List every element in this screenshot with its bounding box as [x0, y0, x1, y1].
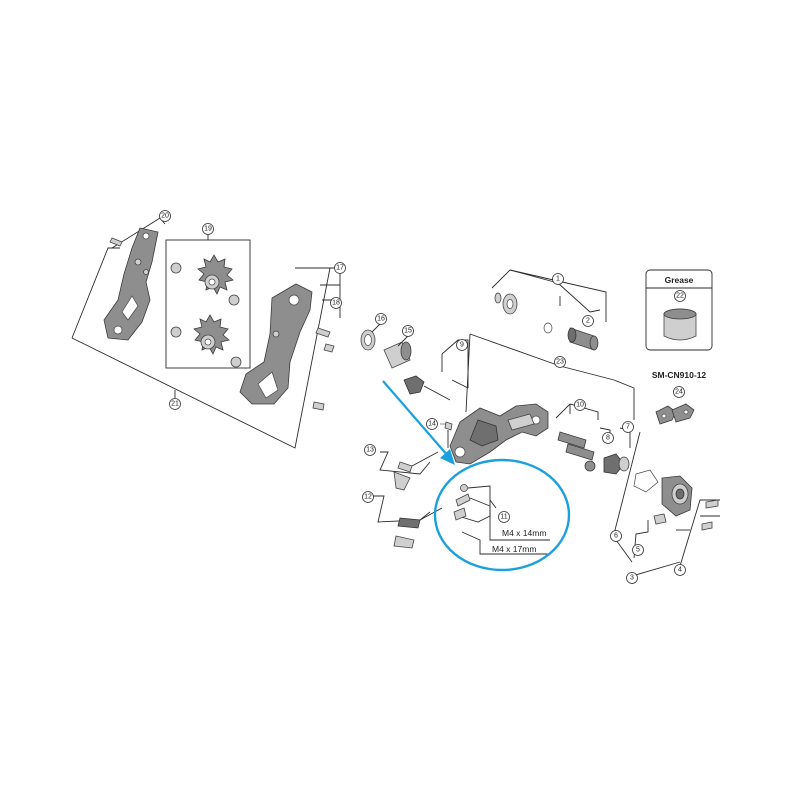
- svg-text:2: 2: [586, 318, 590, 325]
- svg-text:24: 24: [675, 389, 683, 396]
- main-knuckle-body: [449, 403, 549, 465]
- pin-13: [393, 451, 439, 491]
- svg-text:3: 3: [630, 575, 634, 582]
- cage-bolts: [312, 327, 335, 411]
- grease-box: [645, 269, 713, 351]
- part-number-15: 15: [402, 325, 414, 337]
- svg-text:23: 23: [556, 359, 564, 366]
- svg-text:6: 6: [614, 533, 618, 540]
- svg-text:11: 11: [500, 514, 507, 521]
- part-number-18: 18: [330, 297, 342, 309]
- bracket-lines-12-13: [372, 451, 431, 523]
- part-number-8: 8: [602, 432, 614, 444]
- part-number-4: 4: [674, 564, 686, 576]
- part-number-22: 22: [674, 290, 686, 302]
- part-number-10: 10: [574, 399, 586, 411]
- svg-text:7: 7: [626, 424, 630, 431]
- svg-text:13: 13: [366, 447, 374, 454]
- part-number-3: 3: [626, 572, 638, 584]
- svg-text:9: 9: [460, 342, 464, 349]
- part-number-1: 1: [552, 273, 564, 285]
- bolt-left-top: [109, 237, 123, 247]
- bolt-size-label-14mm: M4 x 14mm: [502, 528, 546, 538]
- part-number-19: 19: [202, 223, 214, 235]
- screw-14: [440, 421, 453, 448]
- lower-pulley: [170, 314, 242, 368]
- mounting-axle: [567, 327, 599, 351]
- part-number-7: 7: [622, 421, 634, 433]
- svg-text:10: 10: [576, 402, 584, 409]
- grease-title: Grease: [665, 275, 694, 285]
- svg-text:16: 16: [377, 316, 385, 323]
- svg-text:14: 14: [428, 421, 436, 428]
- svg-text:21: 21: [171, 401, 179, 408]
- svg-text:1: 1: [556, 276, 560, 283]
- outer-cage-plate: [103, 227, 159, 341]
- bracket-lines-3-4-5-6: [613, 431, 720, 577]
- bolt-size-label-17mm: M4 x 17mm: [492, 544, 536, 554]
- cage-spring: [360, 323, 381, 351]
- part-number-23: 23: [554, 356, 566, 368]
- part-number-16: 16: [375, 313, 387, 325]
- bracket-lines-11: [457, 485, 550, 555]
- b-tension-bolt: [494, 292, 553, 334]
- part-number-9: 9: [456, 339, 468, 351]
- svg-text:8: 8: [606, 435, 610, 442]
- upper-pulley: [170, 254, 240, 306]
- part-number-21: 21: [169, 398, 181, 410]
- bracket-lines-1-2-23: [465, 269, 635, 420]
- part-number-5: 5: [632, 544, 644, 556]
- highlight-arrow: [382, 380, 455, 465]
- svg-text:22: 22: [676, 293, 684, 300]
- highlight-ring: [433, 458, 571, 572]
- part-number-6: 6: [610, 530, 622, 542]
- part-number-12: 12: [362, 491, 374, 503]
- part-number-24: 24: [673, 386, 685, 398]
- fixing-bolts-11: [453, 484, 471, 521]
- part-number-20: 20: [159, 210, 171, 222]
- chain-label: SM-CN910-12: [652, 370, 707, 380]
- pin-12: [393, 507, 443, 549]
- svg-text:18: 18: [332, 300, 340, 307]
- clutch-cover-seal: [633, 469, 659, 493]
- clutch-parts: [584, 453, 630, 475]
- svg-text:19: 19: [204, 226, 212, 233]
- cable-fixing-part: [403, 375, 451, 401]
- svg-text:12: 12: [364, 494, 372, 501]
- clutch-cover: [653, 475, 719, 531]
- svg-text:5: 5: [636, 547, 640, 554]
- part-number-2: 2: [582, 315, 594, 327]
- cage-bushing: [383, 335, 412, 369]
- part-number-17: 17: [334, 262, 346, 274]
- svg-text:4: 4: [678, 567, 682, 574]
- inner-cage-plate: [239, 283, 313, 405]
- part-number-13: 13: [364, 444, 376, 456]
- svg-text:15: 15: [404, 328, 412, 335]
- chain-connector: [655, 403, 695, 425]
- part-number-11: 11: [498, 511, 510, 523]
- svg-text:17: 17: [336, 265, 344, 272]
- svg-text:20: 20: [161, 213, 169, 220]
- adjusting-bolts: [557, 431, 595, 461]
- part-number-14: 14: [426, 418, 438, 430]
